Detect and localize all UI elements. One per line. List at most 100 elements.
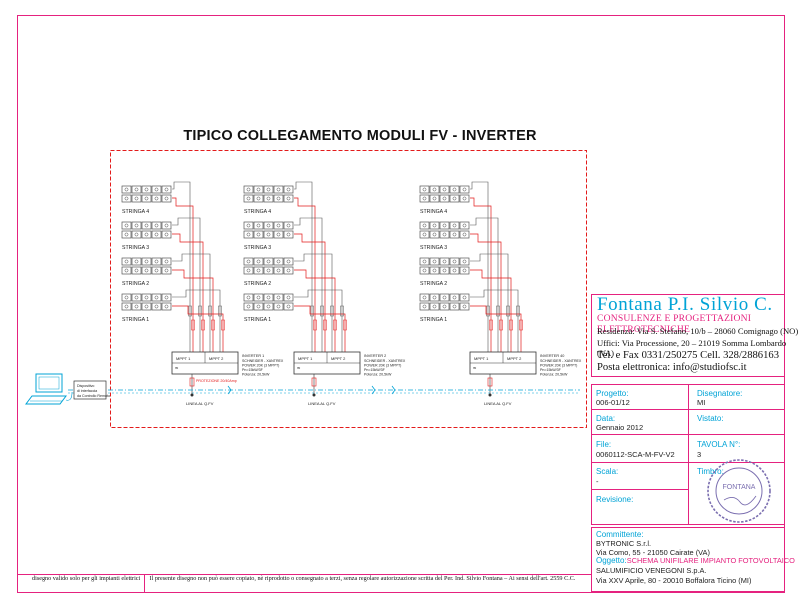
pv-module [419, 194, 430, 203]
data-value: Gennaio 2012 [596, 423, 644, 432]
pv-module [141, 194, 152, 203]
string-fuse [191, 319, 195, 331]
pv-cell [442, 259, 447, 264]
pv-cell [452, 187, 457, 192]
pv-module [419, 230, 430, 239]
company-name: Fontana P.I. Silvio C. [597, 294, 773, 315]
string-wire-pos [470, 197, 492, 352]
pv-cell [164, 259, 169, 264]
disclaimer: disegno valido solo per gli impianti ele… [32, 575, 588, 582]
inverter-spec: Potenza: 20,5kW [242, 373, 270, 377]
pv-cell [276, 196, 281, 201]
pv-module [273, 185, 284, 194]
pv-cell [422, 187, 427, 192]
pv-module [449, 221, 460, 230]
pv-module [283, 257, 294, 266]
inverter-label: INVERTER 1 [242, 354, 264, 358]
field-enclosure [110, 150, 587, 428]
timbro-label: Timbro: [697, 467, 724, 476]
committente-label: Committente: [596, 530, 644, 539]
pv-module [449, 266, 460, 275]
pv-cell [266, 259, 271, 264]
interface-device-label: di interfaccia [77, 389, 97, 393]
computer-cable [65, 391, 73, 401]
pv-module [439, 185, 450, 194]
pv-cell [246, 259, 251, 264]
pv-cell [164, 304, 169, 309]
pv-module [419, 266, 430, 275]
pv-cell [286, 187, 291, 192]
pv-cell [246, 196, 251, 201]
output-label: LINEA AL Q.FV [308, 401, 336, 406]
pv-cell [422, 268, 427, 273]
pv-cell [154, 304, 159, 309]
pv-cell [432, 295, 437, 300]
pv-cell [266, 295, 271, 300]
mppt-label: MPPT 2 [507, 356, 522, 361]
company-address-1: Residenza: Via S. Stefano, 10/b – 28060 … [597, 326, 799, 336]
inverter-spec: Pn=15kW/3F [540, 368, 562, 372]
ac-breaker [189, 377, 195, 387]
pv-module [439, 194, 450, 203]
pv-module [253, 293, 264, 302]
pv-module [151, 302, 162, 311]
string-label: STRINGA 2 [122, 281, 149, 287]
pv-cell [154, 268, 159, 273]
pv-cell [286, 223, 291, 228]
bus-break-mark [371, 385, 376, 395]
pv-module [253, 185, 264, 194]
oggetto-line: Oggetto:SCHEMA UNIFILARE IMPIANTO FOTOVO… [596, 556, 795, 565]
pv-cell [442, 223, 447, 228]
pv-cell [266, 196, 271, 201]
bus-break-mark [227, 385, 232, 395]
company-address-2: Uffici: Via Processione, 20 – 21019 Somm… [597, 338, 787, 358]
pv-cell [276, 259, 281, 264]
pv-module [151, 194, 162, 203]
pv-cell [246, 304, 251, 309]
pv-module [263, 266, 274, 275]
inverter-symbol: ≈ [175, 366, 179, 372]
pv-module [131, 230, 142, 239]
string-wire-neg [172, 181, 191, 352]
pv-cell [286, 259, 291, 264]
disclaimer-right: Il presente disegno non può essere copia… [149, 575, 576, 582]
pv-module [449, 302, 460, 311]
string-wire-neg [470, 217, 499, 352]
pv-module [419, 185, 430, 194]
pv-module [141, 221, 152, 230]
pv-cell [124, 232, 129, 237]
string-wire-pos [172, 305, 224, 352]
pv-cell [442, 196, 447, 201]
string-label: STRINGA 4 [244, 209, 271, 215]
pv-cell [266, 223, 271, 228]
inverter-spec: Pn=15kW/3F [242, 368, 264, 372]
pv-cell [154, 196, 159, 201]
pv-module [161, 293, 172, 302]
pv-module [273, 266, 284, 275]
pv-module [131, 221, 142, 230]
pv-cell [246, 268, 251, 273]
string-fuse [343, 319, 347, 331]
pv-module [253, 302, 264, 311]
pv-cell [452, 259, 457, 264]
pv-cell [432, 304, 437, 309]
pv-module [253, 194, 264, 203]
pv-cell [422, 232, 427, 237]
pv-module [161, 194, 172, 203]
string-wire-pos [294, 305, 346, 352]
pv-module [449, 230, 460, 239]
progetto-label: Progetto: [596, 389, 629, 398]
string-wire-pos [172, 269, 214, 352]
pv-cell [154, 187, 159, 192]
pv-module [439, 221, 450, 230]
pv-module [419, 293, 430, 302]
pv-cell [462, 187, 467, 192]
pv-module [273, 293, 284, 302]
pv-cell [452, 196, 457, 201]
pv-cell [154, 259, 159, 264]
pv-module [121, 185, 132, 194]
pv-module [449, 257, 460, 266]
interface-device-box [73, 380, 107, 400]
pv-module [253, 221, 264, 230]
